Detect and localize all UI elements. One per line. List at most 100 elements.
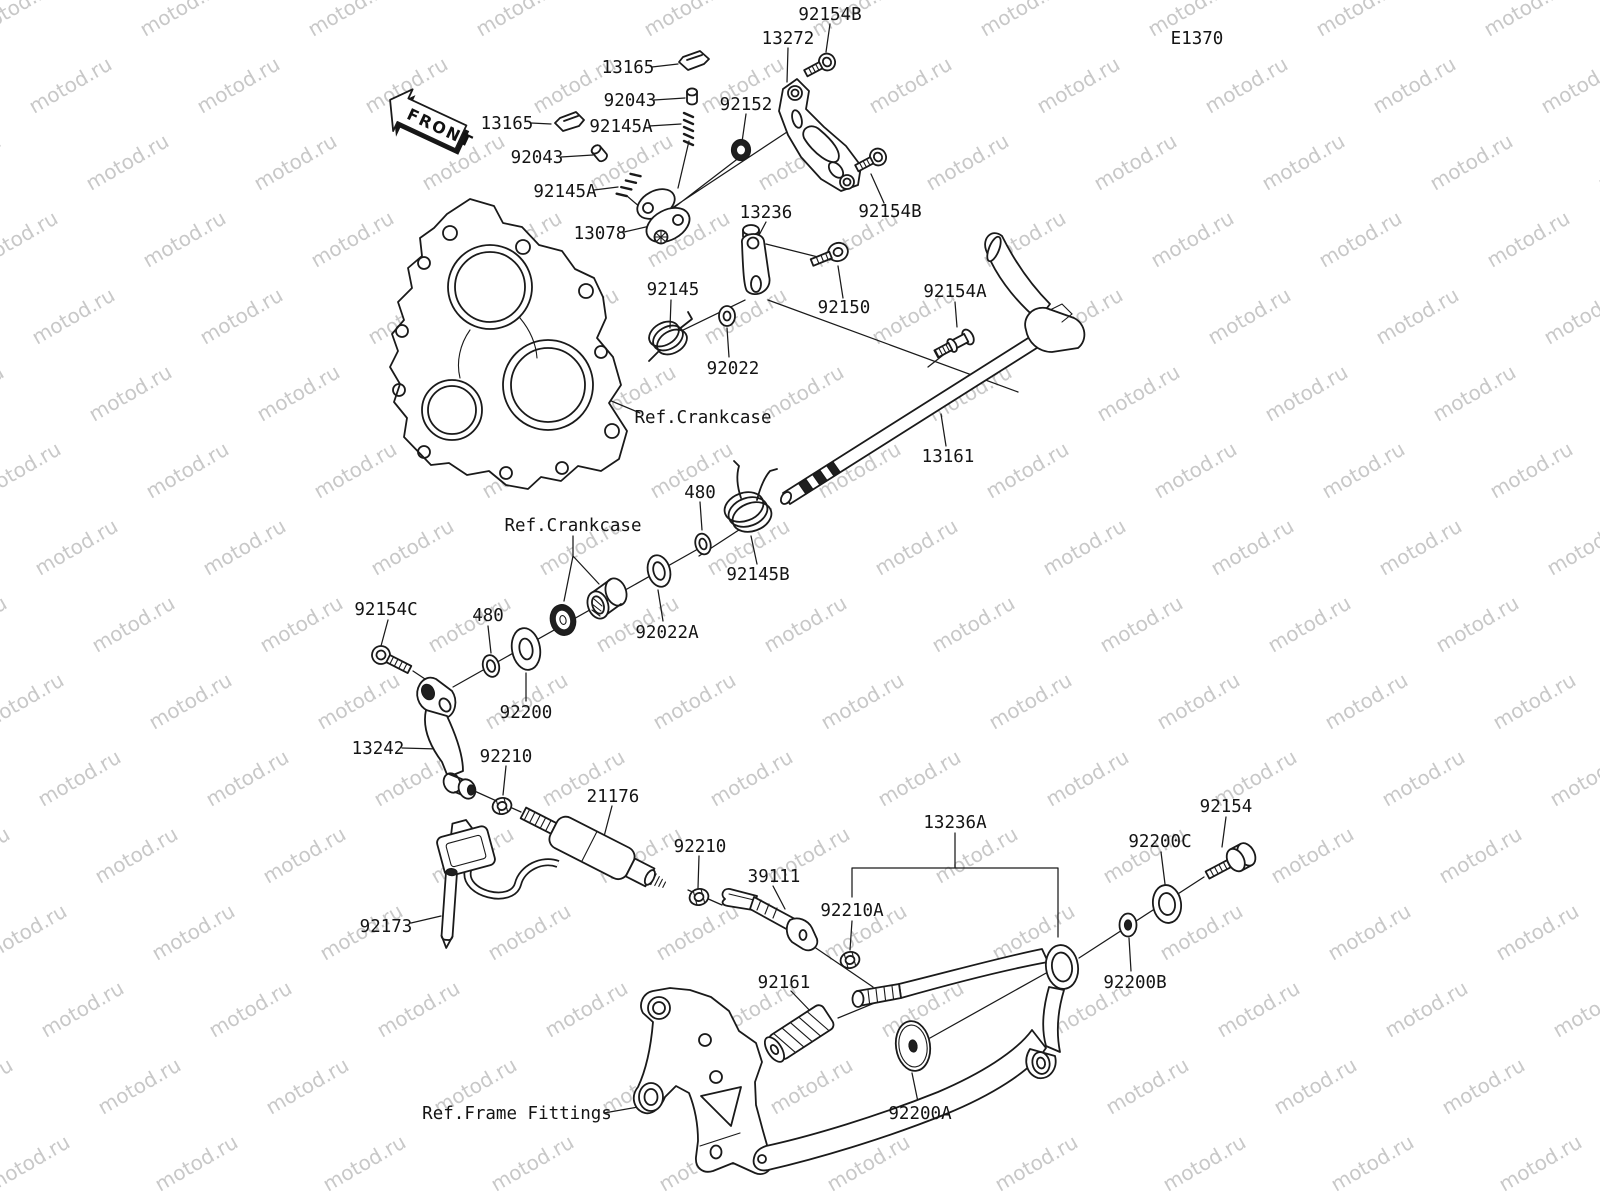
watermark-text: motod.ru	[85, 360, 176, 427]
watermark-text: motod.ru	[31, 514, 122, 581]
part-label-92173: 92173	[360, 917, 413, 937]
part-label-92043: 92043	[604, 91, 657, 111]
watermark-text: motod.ru	[1033, 52, 1124, 119]
part-label-92154c: 92154C	[354, 600, 417, 620]
watermark-text: motod.ru	[1369, 52, 1460, 119]
watermark-text: motod.ru	[1540, 283, 1600, 350]
oil-seal-drawing	[549, 604, 577, 636]
watermark-text: motod.ru	[1489, 668, 1580, 735]
stud-92154a	[933, 328, 975, 359]
watermark-text: motod.ru	[1096, 591, 1187, 658]
part-label-480: 480	[472, 606, 504, 626]
part-label-92154b: 92154B	[858, 202, 921, 222]
part-label-92145b: 92145B	[726, 565, 789, 585]
watermark-text: motod.ru	[250, 129, 341, 196]
watermark-text: motod.ru	[1435, 822, 1526, 889]
watermark-text: motod.ru	[196, 283, 287, 350]
part-label-21176: 21176	[587, 787, 640, 807]
spring-92145a-1	[682, 111, 695, 147]
part-label-92210: 92210	[480, 747, 533, 767]
watermark-text: motod.ru	[1381, 976, 1472, 1043]
watermark-text: motod.ru	[1267, 822, 1358, 889]
watermark-text: motod.ru	[871, 514, 962, 581]
part-label-13272: 13272	[762, 29, 815, 49]
part-label-92152: 92152	[720, 95, 773, 115]
part-label-92154a: 92154A	[923, 282, 987, 302]
watermark-text: motod.ru	[1546, 745, 1600, 812]
part-label-13236a: 13236A	[923, 813, 987, 833]
watermark-text: motod.ru	[985, 668, 1076, 735]
part-label-92200b: 92200B	[1103, 973, 1166, 993]
watermark-text: motod.ru	[1597, 360, 1600, 427]
watermark-text: motod.ru	[91, 822, 182, 889]
watermark-text: motod.ru	[1324, 899, 1415, 966]
watermark-text: motod.ru	[1492, 899, 1583, 966]
watermark-text: motod.ru	[25, 52, 116, 119]
part-label-92150: 92150	[818, 298, 871, 318]
watermark-text: motod.ru	[652, 899, 743, 966]
watermark-text: motod.ru	[1201, 52, 1292, 119]
watermark-text: motod.ru	[259, 822, 350, 889]
watermark-text: motod.ru	[88, 591, 179, 658]
watermark-text: motod.ru	[1258, 129, 1349, 196]
watermark-text: motod.ru	[199, 514, 290, 581]
washer-92200b	[1118, 912, 1138, 938]
watermark-text: motod.ru	[0, 1130, 74, 1197]
watermark-text: motod.ru	[1594, 129, 1600, 196]
washer-92200c	[1151, 884, 1183, 924]
watermark-text: motod.ru	[541, 976, 632, 1043]
ring-480-1	[694, 532, 712, 556]
ring-480-2	[481, 654, 501, 678]
watermark-text: motod.ru	[0, 0, 59, 41]
watermark-text: motod.ru	[817, 668, 908, 735]
part-label-92161: 92161	[758, 973, 811, 993]
watermark-text: motod.ru	[1264, 591, 1355, 658]
watermark-text: motod.ru	[307, 206, 398, 273]
watermark-text: motod.ru	[253, 360, 344, 427]
watermark-text: motod.ru	[37, 976, 128, 1043]
watermark-text: motod.ru	[1327, 1130, 1418, 1197]
watermark-text: motod.ru	[1261, 360, 1352, 427]
watermark-text: motod.ru	[1486, 437, 1577, 504]
part-label-ref-crankcase: Ref.Crankcase	[635, 408, 772, 428]
watermark-text: motod.ru	[928, 591, 1019, 658]
watermark-text: motod.ru	[34, 745, 125, 812]
pin-92043-1	[686, 87, 698, 106]
crankcase-drawing	[389, 198, 628, 490]
watermark-text: motod.ru	[136, 0, 227, 41]
pin-92173	[440, 867, 458, 949]
watermark-text: motod.ru	[1207, 514, 1298, 581]
watermark-text: motod.ru	[0, 437, 65, 504]
watermark-text: motod.ru	[1159, 1130, 1250, 1197]
washer-92200	[510, 627, 542, 671]
part-label-92200c: 92200C	[1128, 832, 1191, 852]
watermark-text: motod.ru	[0, 129, 5, 196]
washer-92200a	[894, 1020, 932, 1072]
bolt-92154	[1204, 842, 1257, 880]
watermark-text: motod.ru	[760, 591, 851, 658]
spring-92145a-2	[615, 172, 642, 198]
needle-bearing-drawing	[586, 577, 628, 620]
part-label-92145a: 92145A	[589, 117, 653, 137]
watermark-text: motod.ru	[0, 822, 14, 889]
watermark-text: motod.ru	[1312, 0, 1403, 41]
clip-13165-2	[554, 111, 585, 132]
shift-cam-13078	[636, 188, 691, 245]
part-label-92200: 92200	[500, 703, 553, 723]
watermark-text: motod.ru	[1378, 745, 1469, 812]
watermark-text: motod.ru	[319, 1130, 410, 1197]
watermark-text: motod.ru	[484, 899, 575, 966]
watermark-text: motod.ru	[1438, 1053, 1529, 1120]
watermark-text: motod.ru	[28, 283, 119, 350]
watermark-text: motod.ru	[1372, 283, 1463, 350]
part-label-13165: 13165	[481, 114, 534, 134]
watermark-text: motod.ru	[1270, 1053, 1361, 1120]
tie-rod-39111	[721, 888, 819, 952]
watermark-text: motod.ru	[0, 668, 68, 735]
watermark-text: motod.ru	[640, 0, 731, 41]
watermark-text: motod.ru	[586, 129, 677, 196]
watermark-text: motod.ru	[1039, 514, 1130, 581]
watermark-text: motod.ru	[1090, 129, 1181, 196]
spring-92145	[648, 311, 693, 362]
